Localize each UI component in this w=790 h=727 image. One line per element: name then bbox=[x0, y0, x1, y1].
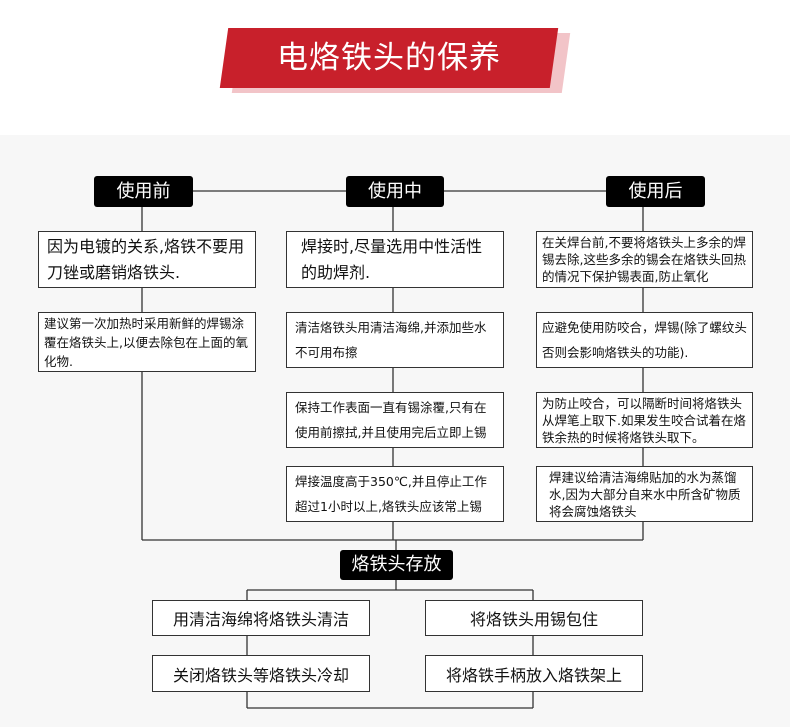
during-tip-1: 焊接时,尽量选用中性活性的助焊剂. bbox=[286, 231, 504, 288]
step-text: 将烙铁头用锡包住 bbox=[469, 610, 598, 629]
before-tip-1: 因为电镀的关系,烙铁不要用刀锉或磨销烙铁头. bbox=[38, 231, 256, 288]
tip-text: 建议第一次加热时采用新鲜的焊锡涂覆在烙铁头上,以便去除包在上面的氧化物. bbox=[44, 315, 248, 369]
tip-text: 因为电镀的关系,烙铁不要用刀锉或磨销烙铁头. bbox=[47, 236, 245, 282]
tip-text: 清洁烙铁头用清洁海绵,并添加些水不可用布擦 bbox=[295, 320, 487, 360]
storage-step-2: 将烙铁头用锡包住 bbox=[425, 600, 643, 636]
header-storage: 烙铁头存放 bbox=[340, 550, 453, 580]
after-tip-1: 在关焊台前,不要将烙铁头上多余的焊锡去除,这些多余的锡会在烙铁头回热的情况下保护… bbox=[536, 231, 753, 288]
tip-text: 焊接时,尽量选用中性活性的助焊剂. bbox=[301, 236, 483, 282]
header-after-use: 使用后 bbox=[606, 176, 705, 207]
during-tip-3: 保持工作表面一直有锡涂覆,只有在使用前擦拭,并且使用完后立即上锡 bbox=[286, 392, 504, 448]
step-text: 用清洁海绵将烙铁头清洁 bbox=[172, 610, 349, 629]
step-text: 将烙铁手柄放入烙铁架上 bbox=[445, 665, 622, 685]
tip-text: 应避免使用防咬合，焊锡(除了螺纹头否则会影响烙铁头的功能). bbox=[542, 320, 747, 360]
after-tip-4: 焊建议给清洁海绵贴加的水为蒸馏水,因为大部分自来水中所含矿物质将会腐蚀烙铁头 bbox=[536, 466, 753, 522]
page-title: 电烙铁头的保养 bbox=[277, 40, 501, 76]
header-during-use: 使用中 bbox=[346, 176, 444, 207]
tip-text: 焊建议给清洁海绵贴加的水为蒸馏水,因为大部分自来水中所含矿物质将会腐蚀烙铁头 bbox=[549, 469, 741, 519]
before-tip-2: 建议第一次加热时采用新鲜的焊锡涂覆在烙铁头上,以便去除包在上面的氧化物. bbox=[38, 312, 256, 372]
during-tip-4: 焊接温度高于350℃,并且停止工作超过1小时以上,烙铁头应该常上锡 bbox=[286, 466, 504, 522]
header-before-use: 使用前 bbox=[94, 176, 193, 207]
tip-text: 保持工作表面一直有锡涂覆,只有在使用前擦拭,并且使用完后立即上锡 bbox=[295, 400, 487, 440]
tip-text: 在关焊台前,不要将烙铁头上多余的焊锡去除,这些多余的锡会在烙铁头回热的情况下保护… bbox=[542, 235, 746, 284]
tip-text: 为防止咬合，可以隔断时间将烙铁头从焊笔上取下.如果发生咬合试着在烙铁余热的时候将… bbox=[542, 395, 746, 445]
tip-text: 焊接温度高于350℃,并且停止工作超过1小时以上,烙铁头应该常上锡 bbox=[295, 474, 487, 514]
storage-step-1: 用清洁海绵将烙铁头清洁 bbox=[152, 600, 370, 636]
step-text: 关闭烙铁头等烙铁头冷却 bbox=[172, 665, 349, 685]
after-tip-2: 应避免使用防咬合，焊锡(除了螺纹头否则会影响烙铁头的功能). bbox=[536, 312, 753, 368]
during-tip-2: 清洁烙铁头用清洁海绵,并添加些水不可用布擦 bbox=[286, 312, 504, 368]
storage-step-4: 将烙铁手柄放入烙铁架上 bbox=[425, 655, 643, 692]
storage-step-3: 关闭烙铁头等烙铁头冷却 bbox=[152, 655, 370, 692]
after-tip-3: 为防止咬合，可以隔断时间将烙铁头从焊笔上取下.如果发生咬合试着在烙铁余热的时候将… bbox=[536, 392, 753, 448]
